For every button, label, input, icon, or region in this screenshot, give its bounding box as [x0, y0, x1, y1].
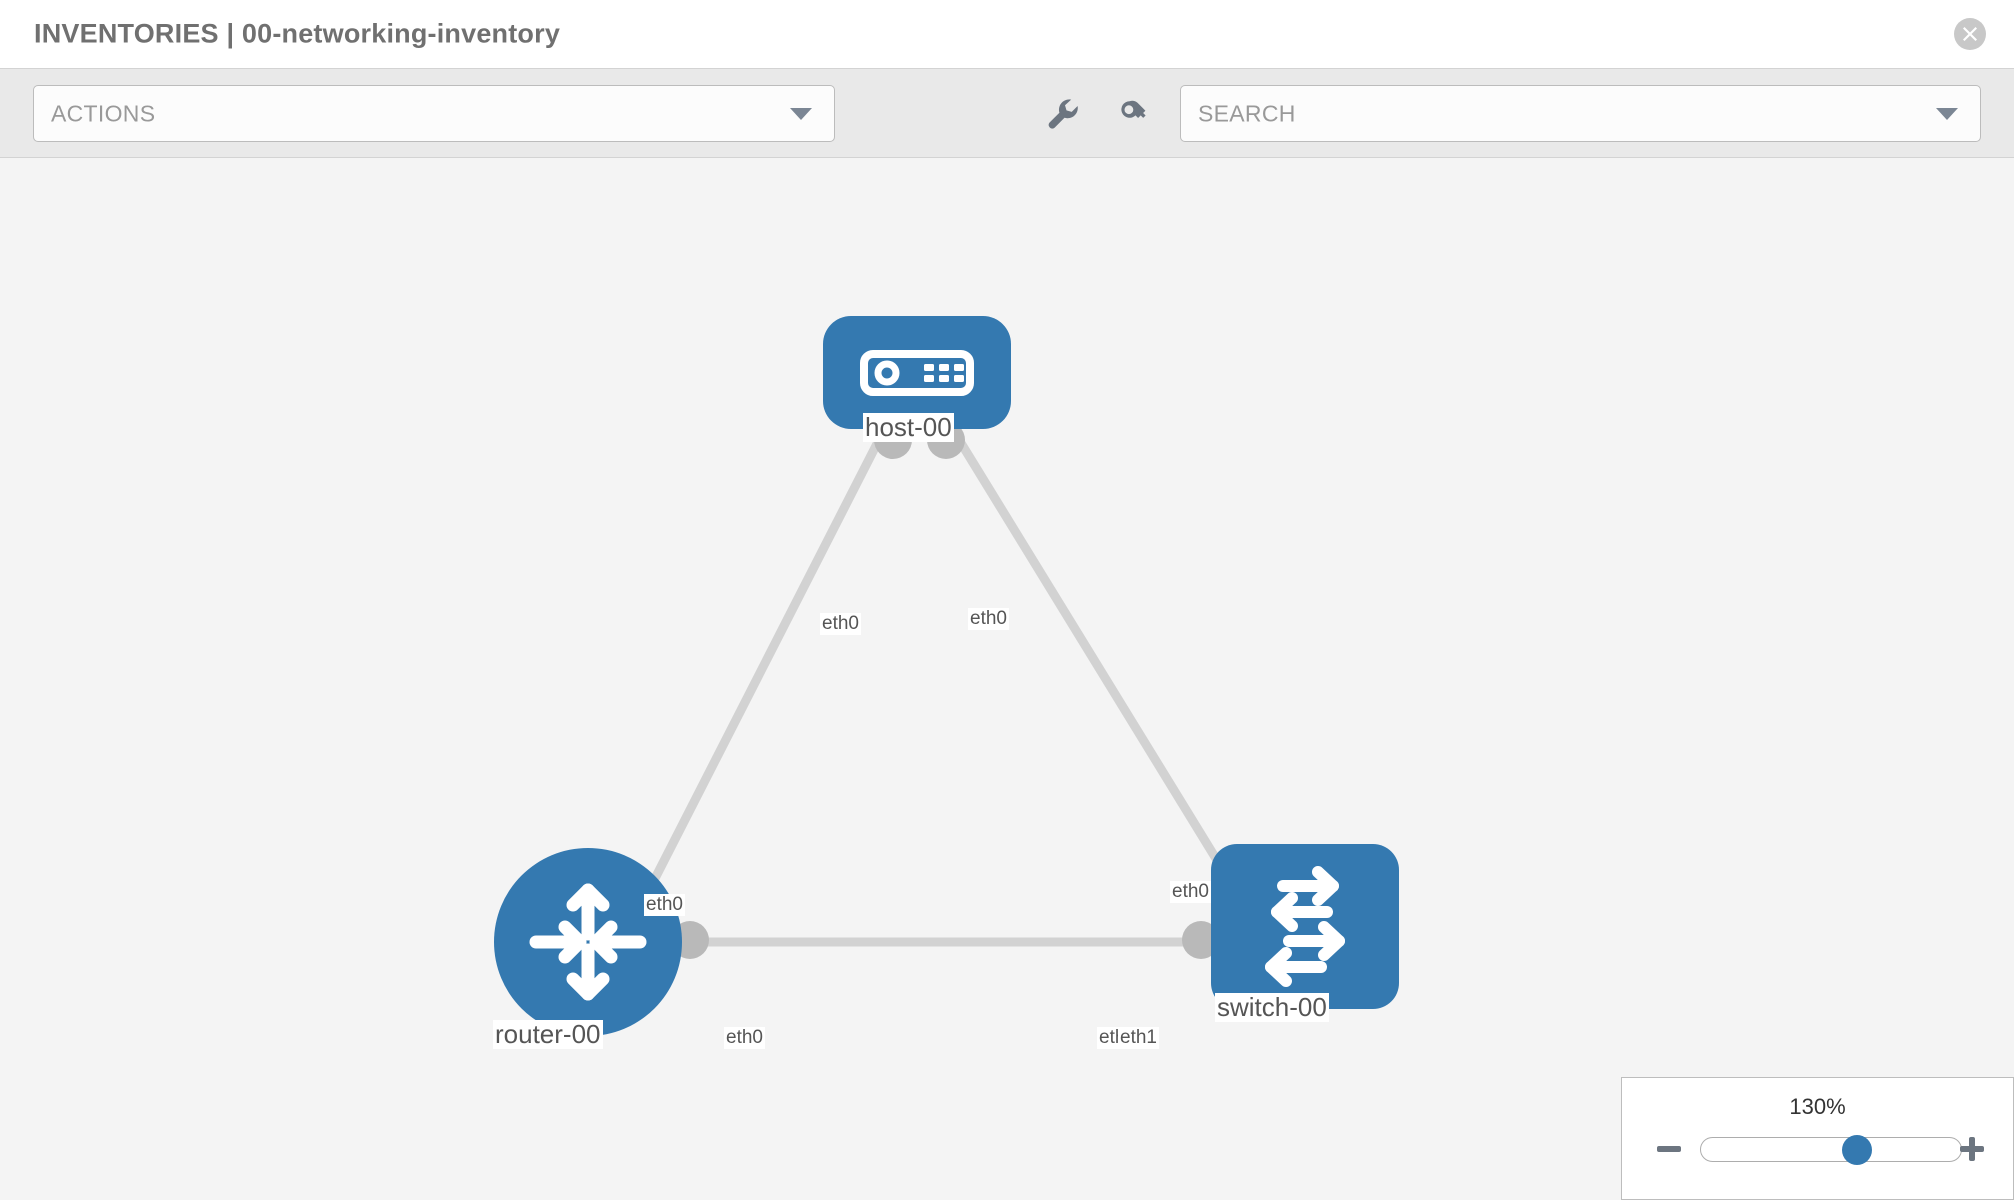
- plus-icon: [1960, 1137, 1984, 1161]
- connector-switch-left: [1182, 921, 1220, 959]
- edge-label-host-left: eth0: [820, 613, 861, 635]
- edge-label-switch-up: eth0: [1170, 881, 1211, 903]
- search-input[interactable]: SEARCH: [1180, 85, 1981, 142]
- edge-label-switch-left-b: eth1: [1118, 1027, 1159, 1049]
- actions-dropdown-label: ACTIONS: [51, 100, 156, 126]
- topology-edges: [639, 421, 1250, 959]
- edge-label-router-up: eth0: [644, 894, 685, 916]
- chevron-down-icon: [1936, 107, 1958, 120]
- chevron-down-icon: [790, 107, 812, 120]
- zoom-slider[interactable]: [1700, 1134, 1962, 1165]
- key-button[interactable]: [1113, 91, 1157, 135]
- wrench-icon: [1048, 99, 1078, 129]
- page-header: INVENTORIES | 00-networking-inventory: [0, 0, 2014, 68]
- node-host-00-label: host-00: [863, 412, 954, 443]
- edge-host-switch: [949, 427, 1238, 891]
- node-host-00-shape[interactable]: [823, 316, 1011, 429]
- close-button[interactable]: [1954, 18, 1986, 50]
- zoom-control-panel: 130%: [1621, 1077, 2014, 1200]
- zoom-slider-thumb[interactable]: [1842, 1134, 1872, 1165]
- minus-icon: [1657, 1146, 1681, 1152]
- node-router-00-label: router-00: [493, 1019, 603, 1050]
- key-icon: [1121, 100, 1146, 118]
- page-title: INVENTORIES | 00-networking-inventory: [34, 18, 561, 49]
- node-router-00-shape[interactable]: [494, 848, 682, 1036]
- node-switch-00-shape[interactable]: [1211, 844, 1399, 1009]
- wrench-button[interactable]: [1040, 91, 1084, 135]
- zoom-out-button[interactable]: [1654, 1134, 1684, 1164]
- node-switch-00-label: switch-00: [1215, 992, 1329, 1023]
- zoom-level-value: 130%: [1789, 1094, 1846, 1119]
- search-placeholder-label: SEARCH: [1198, 100, 1296, 126]
- switch-arrows-icon: [1265, 866, 1345, 987]
- edge-host-router: [639, 427, 889, 903]
- toolbar: ACTIONS SEARCH: [0, 68, 2014, 158]
- router-arrows-icon: [529, 883, 647, 1001]
- edge-label-router-right: eth0: [724, 1027, 765, 1049]
- topology-canvas[interactable]: host-00 rout: [0, 158, 2014, 1200]
- server-icon: [860, 350, 974, 396]
- actions-dropdown[interactable]: ACTIONS: [33, 85, 835, 142]
- close-icon: [1963, 27, 1977, 41]
- zoom-in-button[interactable]: [1957, 1134, 1987, 1164]
- edge-label-host-right: eth0: [968, 608, 1009, 630]
